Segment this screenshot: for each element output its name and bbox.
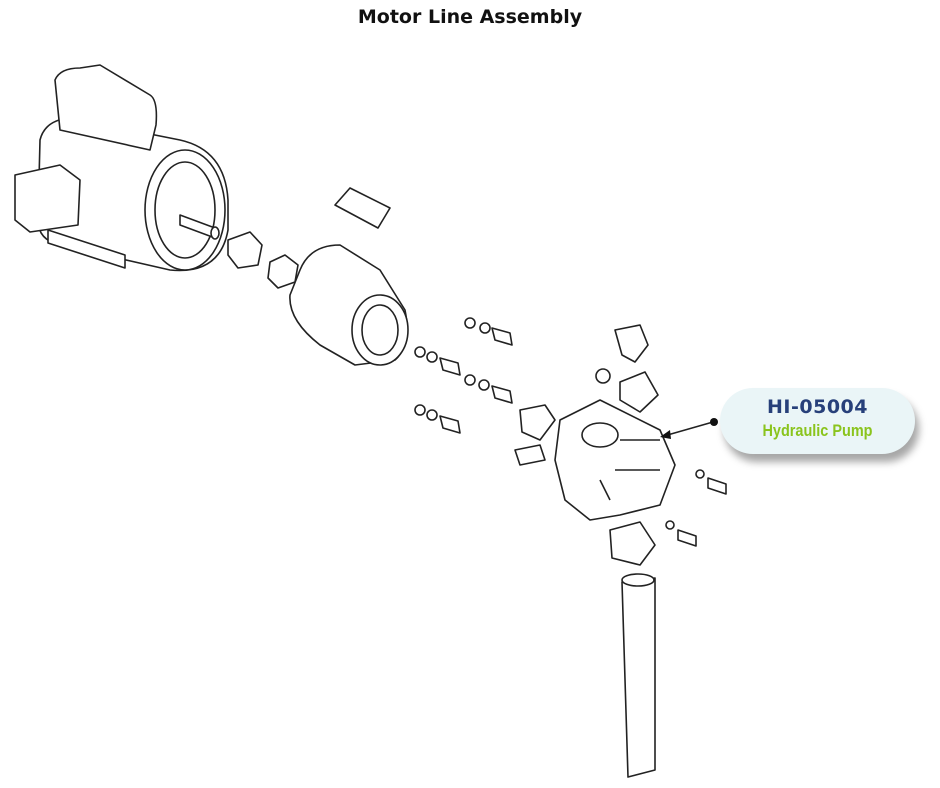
part-name: Hydraulic Pump — [762, 421, 873, 440]
electric-motor — [14, 64, 229, 272]
bolts-and-washers — [414, 317, 727, 547]
hydraulic-pump — [514, 324, 676, 566]
suction-pipe — [621, 573, 656, 778]
part-number: HI-05004 — [767, 396, 868, 418]
bell-housing — [289, 187, 409, 366]
part-callout: HI-05004 Hydraulic Pump — [720, 388, 915, 454]
callout-leader-arrow — [660, 418, 718, 439]
diagram-title: Motor Line Assembly — [357, 6, 583, 28]
coupling-halves — [227, 231, 299, 289]
